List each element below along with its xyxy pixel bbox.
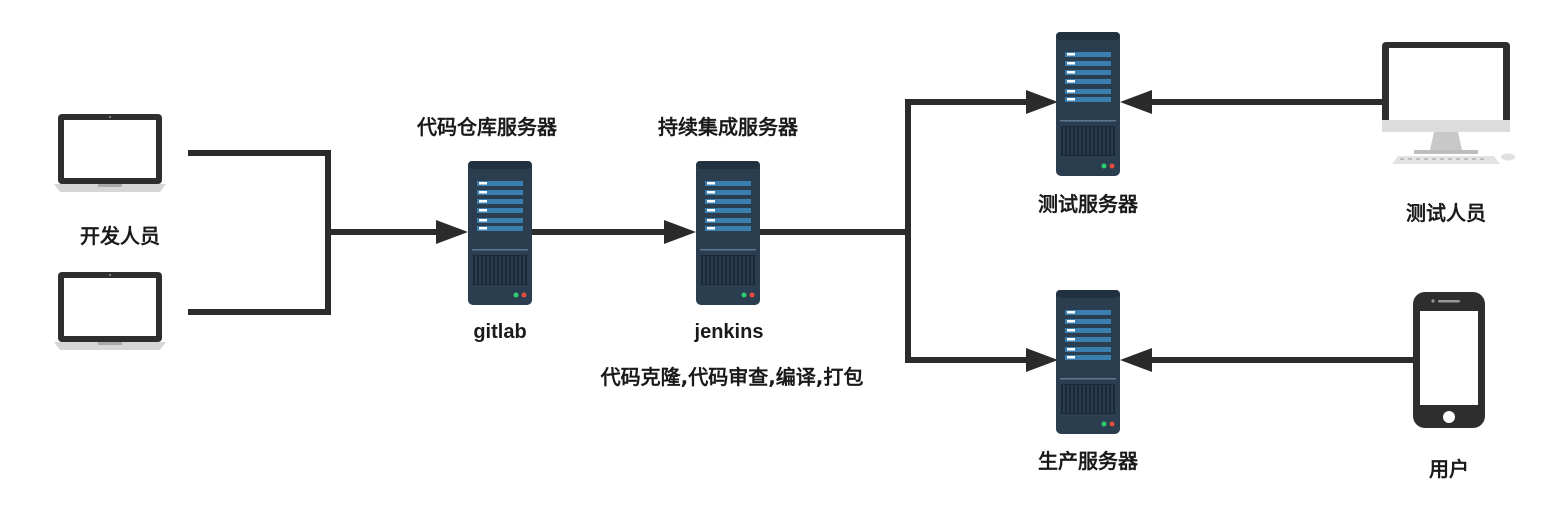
desktop-monitor-icon — [1382, 42, 1515, 164]
connector-jenkins-to-test — [760, 99, 1030, 235]
smartphone-icon — [1413, 292, 1485, 428]
connector-lines — [188, 99, 1413, 363]
arrow-to-prod-server — [1026, 348, 1058, 372]
ci-description: 代码克隆,代码审查,编译,打包 — [600, 365, 864, 389]
testers-label: 测试人员 — [1406, 201, 1486, 225]
arrow-to-test-server — [1026, 90, 1058, 114]
users-label: 用户 — [1429, 457, 1469, 481]
connector-jenkins-to-prod — [905, 232, 1030, 363]
arrow-to-gitlab — [436, 220, 468, 244]
server-icon — [1055, 31, 1121, 177]
test-server-label: 测试服务器 — [1038, 192, 1139, 216]
prod-server-label: 生产服务器 — [1038, 449, 1139, 473]
arrowheads — [436, 90, 1152, 372]
connector-dev2 — [188, 232, 331, 315]
server-icon — [1055, 289, 1121, 435]
laptop-icon — [54, 272, 166, 350]
jenkins-label: jenkins — [694, 321, 764, 343]
gitlab-label: gitlab — [473, 321, 526, 343]
arrow-from-user — [1120, 348, 1152, 372]
server-icon — [695, 160, 761, 306]
arrow-from-tester — [1120, 90, 1152, 114]
connector-dev1 — [188, 150, 331, 232]
arrow-to-jenkins — [664, 220, 696, 244]
laptop-icon — [54, 114, 166, 192]
code-repo-server-title: 代码仓库服务器 — [416, 115, 558, 139]
server-icon — [467, 160, 533, 306]
developers-label: 开发人员 — [80, 224, 160, 248]
ci-server-title: 持续集成服务器 — [658, 115, 799, 139]
